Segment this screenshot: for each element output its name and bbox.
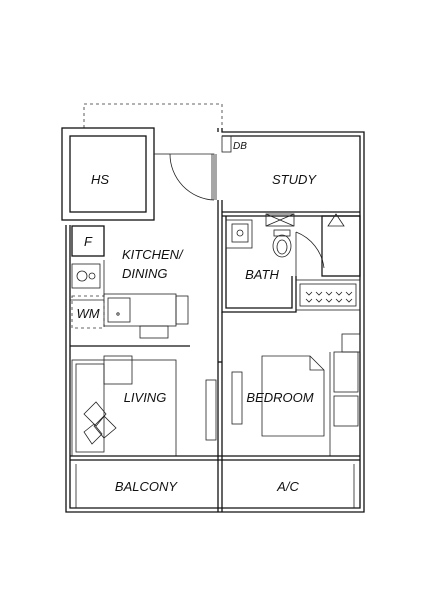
household-shelter — [61, 127, 217, 221]
dining-table — [103, 293, 189, 339]
label-study: STUDY — [272, 172, 317, 187]
kitchen-counter — [71, 260, 105, 296]
label-wm: WM — [76, 306, 99, 321]
service-shaft — [321, 213, 361, 277]
fridge — [71, 225, 105, 257]
label-kitchen-line2: DINING — [122, 266, 168, 281]
distribution-board — [221, 135, 232, 153]
label-hs: HS — [91, 172, 109, 187]
bedroom-furniture — [231, 333, 361, 456]
label-ac: A/C — [276, 479, 299, 494]
label-bath: BATH — [245, 267, 279, 282]
living-furniture — [71, 355, 223, 457]
interior-walls — [70, 216, 223, 363]
label-living: LIVING — [124, 390, 167, 405]
label-fridge: F — [84, 234, 93, 249]
balcony-walls — [70, 455, 360, 512]
bath-room — [221, 213, 325, 313]
label-db: DB — [233, 141, 247, 152]
canopy-outline — [83, 103, 223, 128]
outer-walls — [65, 128, 365, 513]
planter-strip — [295, 279, 361, 311]
label-kitchen-line1: KITCHEN/ — [122, 247, 184, 262]
label-bedroom: BEDROOM — [246, 390, 313, 405]
label-balcony: BALCONY — [115, 479, 178, 494]
